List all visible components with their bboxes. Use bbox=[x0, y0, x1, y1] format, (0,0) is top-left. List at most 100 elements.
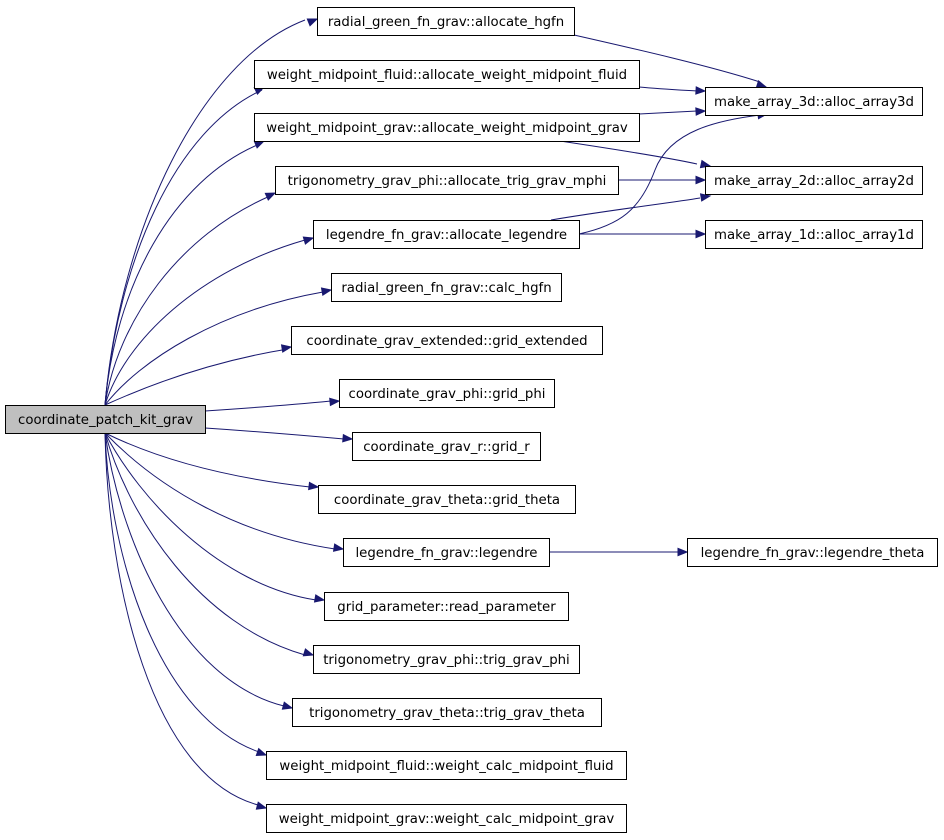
arrowhead-icon bbox=[342, 433, 354, 443]
arrowhead-icon bbox=[264, 192, 277, 201]
node-make-array-1d-alloc-array1d[interactable]: make_array_1d::alloc_array1d bbox=[705, 220, 923, 249]
node-make-array-2d-alloc-array2d[interactable]: make_array_2d::alloc_array2d bbox=[705, 166, 923, 195]
node-trigonometry-grav-phi-allocate-trig-grav-mphi[interactable]: trigonometry_grav_phi::allocate_trig_gra… bbox=[275, 166, 619, 195]
arrowhead-icon bbox=[280, 344, 293, 353]
edge-line bbox=[573, 34, 761, 83]
node-box[interactable] bbox=[705, 87, 923, 116]
edge-coordinate-patch-kit-grav-to-coordinate-grav-extended-grid-extended bbox=[104, 344, 293, 406]
edge-line bbox=[638, 86, 698, 92]
node-box[interactable] bbox=[343, 538, 550, 567]
edge-legendre-fn-grav-allocate-legendre-to-make-array-2d-alloc-array2d bbox=[550, 193, 712, 221]
edge-line bbox=[104, 432, 263, 754]
edge-coordinate-patch-kit-grav-to-trigonometry-grav-phi-allocate-trig-grav-mphi bbox=[104, 192, 277, 406]
edge-line bbox=[204, 427, 345, 440]
node-box[interactable] bbox=[313, 220, 580, 249]
node-label: legendre_fn_grav::legendre bbox=[355, 546, 537, 561]
root-node[interactable]: coordinate_patch_kit_grav bbox=[5, 405, 206, 434]
node-label: trigonometry_grav_theta::trig_grav_theta bbox=[309, 706, 585, 721]
node-box[interactable] bbox=[687, 538, 938, 567]
node-legendre-fn-grav-allocate-legendre[interactable]: legendre_fn_grav::allocate_legendre bbox=[313, 220, 580, 249]
node-box[interactable] bbox=[313, 645, 580, 674]
node-label: trigonometry_grav_phi::allocate_trig_gra… bbox=[288, 174, 607, 189]
edge-line bbox=[550, 197, 701, 221]
edge-line bbox=[104, 432, 317, 601]
arrowhead-icon bbox=[695, 229, 707, 239]
edges-layer bbox=[104, 18, 769, 810]
node-weight-midpoint-fluid-allocate-weight-midpoint-fluid[interactable]: weight_midpoint_fluid::allocate_weight_m… bbox=[254, 60, 640, 89]
node-box[interactable] bbox=[292, 698, 602, 727]
node-label: radial_green_fn_grav::calc_hgfn bbox=[341, 281, 551, 296]
edge-line bbox=[638, 110, 698, 115]
node-coordinate-grav-extended-grid-extended[interactable]: coordinate_grav_extended::grid_extended bbox=[291, 326, 603, 355]
edge-line bbox=[104, 432, 285, 707]
arrowhead-icon bbox=[695, 86, 707, 95]
node-legendre-fn-grav-legendre-theta[interactable]: legendre_fn_grav::legendre_theta bbox=[687, 538, 938, 567]
node-label: weight_midpoint_grav::weight_calc_midpoi… bbox=[279, 812, 615, 827]
edge-coordinate-patch-kit-grav-to-legendre-fn-grav-allocate-legendre bbox=[104, 236, 315, 406]
node-legendre-fn-grav-legendre[interactable]: legendre_fn_grav::legendre bbox=[343, 538, 550, 567]
edge-coordinate-patch-kit-grav-to-grid-parameter-read-parameter bbox=[104, 432, 326, 603]
arrowhead-icon bbox=[253, 140, 266, 149]
node-box[interactable] bbox=[291, 326, 603, 355]
edge-coordinate-patch-kit-grav-to-legendre-fn-grav-legendre bbox=[104, 432, 345, 552]
edge-trigonometry-grav-phi-allocate-trig-grav-mphi-to-make-array-2d-alloc-array2d bbox=[618, 175, 707, 185]
node-box[interactable] bbox=[254, 60, 640, 89]
node-label: coordinate_patch_kit_grav bbox=[18, 413, 193, 428]
nodes-layer: coordinate_patch_kit_grav radial_green_fn… bbox=[5, 7, 938, 833]
node-box[interactable] bbox=[318, 485, 576, 514]
node-trigonometry-grav-phi-trig-grav-phi[interactable]: trigonometry_grav_phi::trig_grav_phi bbox=[313, 645, 580, 674]
arrowhead-icon bbox=[302, 648, 315, 657]
node-grid-parameter-read-parameter[interactable]: grid_parameter::read_parameter bbox=[324, 592, 569, 621]
node-label: make_array_3d::alloc_array3d bbox=[714, 95, 914, 110]
node-radial-green-fn-grav-allocate-hgfn[interactable]: radial_green_fn_grav::allocate_hgfn bbox=[317, 7, 575, 36]
node-box[interactable] bbox=[317, 7, 575, 36]
edge-legendre-fn-grav-allocate-legendre-to-make-array-1d-alloc-array1d bbox=[579, 229, 707, 239]
arrowhead-icon bbox=[755, 80, 768, 89]
edge-coordinate-patch-kit-grav-to-trigonometry-grav-phi-trig-grav-phi bbox=[104, 432, 315, 657]
arrowhead-icon bbox=[695, 107, 707, 116]
arrowhead-icon bbox=[677, 547, 689, 557]
edge-line bbox=[204, 400, 332, 412]
node-make-array-3d-alloc-array3d[interactable]: make_array_3d::alloc_array3d bbox=[705, 87, 923, 116]
node-box[interactable] bbox=[266, 751, 627, 780]
edge-weight-midpoint-grav-allocate-weight-midpoint-grav-to-make-array-2d-alloc-array2d bbox=[559, 140, 712, 169]
node-box[interactable] bbox=[5, 405, 206, 434]
node-box[interactable] bbox=[339, 379, 555, 408]
arrowhead-icon bbox=[302, 236, 315, 245]
node-label: legendre_fn_grav::legendre_theta bbox=[701, 546, 925, 561]
arrowhead-icon bbox=[313, 594, 326, 603]
node-label: weight_midpoint_fluid::allocate_weight_m… bbox=[267, 68, 627, 83]
node-weight-midpoint-grav-allocate-weight-midpoint-grav[interactable]: weight_midpoint_grav::allocate_weight_mi… bbox=[254, 113, 640, 142]
node-radial-green-fn-grav-calc-hgfn[interactable]: radial_green_fn_grav::calc_hgfn bbox=[331, 273, 562, 302]
edge-line bbox=[104, 432, 311, 488]
arrowhead-icon bbox=[332, 543, 345, 552]
edge-coordinate-patch-kit-grav-to-radial-green-fn-grav-calc-hgfn bbox=[104, 287, 333, 406]
edge-line bbox=[104, 348, 289, 406]
node-coordinate-grav-theta-grid-theta[interactable]: coordinate_grav_theta::grid_theta bbox=[318, 485, 576, 514]
node-weight-midpoint-fluid-weight-calc-midpoint-fluid[interactable]: weight_midpoint_fluid::weight_calc_midpo… bbox=[266, 751, 627, 780]
edge-coordinate-patch-kit-grav-to-coordinate-grav-r-grid-r bbox=[204, 427, 354, 443]
edge-line bbox=[559, 140, 698, 165]
edge-legendre-fn-grav-legendre-to-legendre-fn-grav-legendre-theta bbox=[549, 547, 689, 557]
node-coordinate-grav-phi-grid-phi[interactable]: coordinate_grav_phi::grid_phi bbox=[339, 379, 555, 408]
node-box[interactable] bbox=[266, 804, 627, 833]
node-coordinate-grav-r-grid-r[interactable]: coordinate_grav_r::grid_r bbox=[352, 432, 541, 461]
arrowhead-icon bbox=[308, 481, 320, 491]
node-box[interactable] bbox=[705, 166, 923, 195]
node-trigonometry-grav-theta-trig-grav-theta[interactable]: trigonometry_grav_theta::trig_grav_theta bbox=[292, 698, 602, 727]
node-label: coordinate_grav_phi::grid_phi bbox=[349, 387, 546, 402]
node-weight-midpoint-grav-weight-calc-midpoint-grav[interactable]: weight_midpoint_grav::weight_calc_midpoi… bbox=[266, 804, 627, 833]
node-label: make_array_2d::alloc_array2d bbox=[714, 174, 914, 189]
edge-line bbox=[104, 142, 263, 406]
node-box[interactable] bbox=[705, 220, 923, 249]
node-box[interactable] bbox=[324, 592, 569, 621]
node-box[interactable] bbox=[352, 432, 541, 461]
edge-line bbox=[104, 89, 263, 406]
edge-line bbox=[104, 239, 306, 406]
edge-coordinate-patch-kit-grav-to-trigonometry-grav-theta-trig-grav-theta bbox=[104, 432, 294, 710]
arrowhead-icon bbox=[320, 287, 333, 296]
node-box[interactable] bbox=[254, 113, 640, 142]
node-box[interactable] bbox=[275, 166, 619, 195]
node-box[interactable] bbox=[331, 273, 562, 302]
